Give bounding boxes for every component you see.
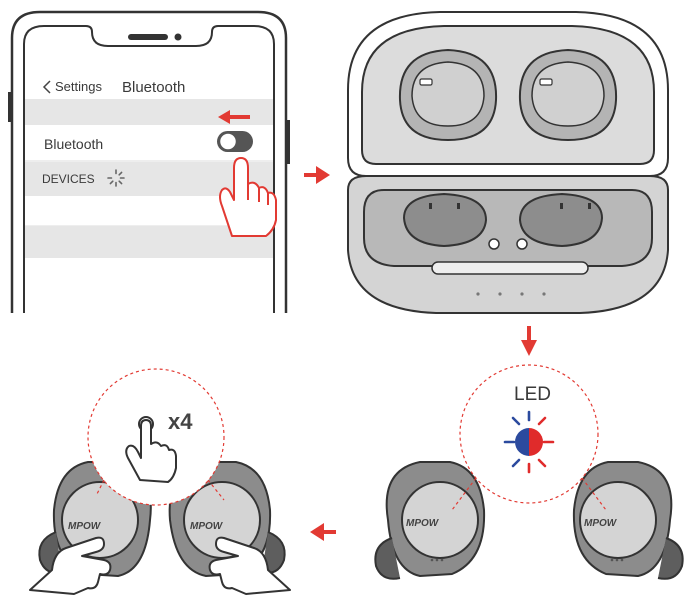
devices-header: DEVICES [42, 172, 95, 186]
bluetooth-row-label: Bluetooth [44, 136, 103, 152]
chevron-left-icon[interactable] [42, 80, 51, 94]
tap-earbuds-panel: x4 MPOW MPOW [29, 368, 291, 595]
back-settings-link[interactable]: Settings [55, 79, 102, 94]
loading-spinner-icon [107, 169, 125, 187]
tap-callout-bubble [87, 368, 225, 506]
led-earbuds-panel: LED MPOW MPOW [374, 364, 684, 580]
led-label: LED [514, 384, 551, 405]
front-camera [174, 33, 182, 41]
swipe-left-arrow-icon [218, 110, 250, 124]
tapping-hand-icon [219, 157, 277, 237]
brand-logo-left: MPOW [406, 518, 440, 529]
speaker-grille [128, 34, 168, 40]
tap-finger-icon [125, 416, 177, 483]
case-slot-left [402, 192, 488, 248]
arrow-down-icon [521, 326, 537, 356]
earbud-right [572, 461, 684, 580]
hand-left-icon [29, 536, 112, 595]
devices-section [25, 162, 273, 196]
settings-nav-bar: Settings Bluetooth [42, 79, 185, 96]
brand-logo-tap-right: MPOW [190, 521, 224, 532]
arrow-right-icon [304, 166, 330, 184]
case-slot-right [518, 192, 604, 248]
earbud-left [374, 461, 486, 580]
led-flashing-icon [503, 410, 555, 474]
bluetooth-toggle[interactable] [217, 131, 253, 152]
arrow-left-icon [310, 523, 336, 541]
brand-logo-right: MPOW [584, 518, 618, 529]
page-title: Bluetooth [122, 79, 185, 96]
brand-logo-tap-left: MPOW [68, 521, 102, 532]
section-header-gray [25, 99, 273, 125]
charging-case-open [347, 11, 669, 314]
tap-count-label: x4 [168, 409, 193, 434]
case-indicator-dots [476, 292, 546, 296]
phone-illustration: Settings Bluetooth Bluetooth DEVICES [8, 10, 290, 313]
hand-right-icon [208, 536, 291, 595]
